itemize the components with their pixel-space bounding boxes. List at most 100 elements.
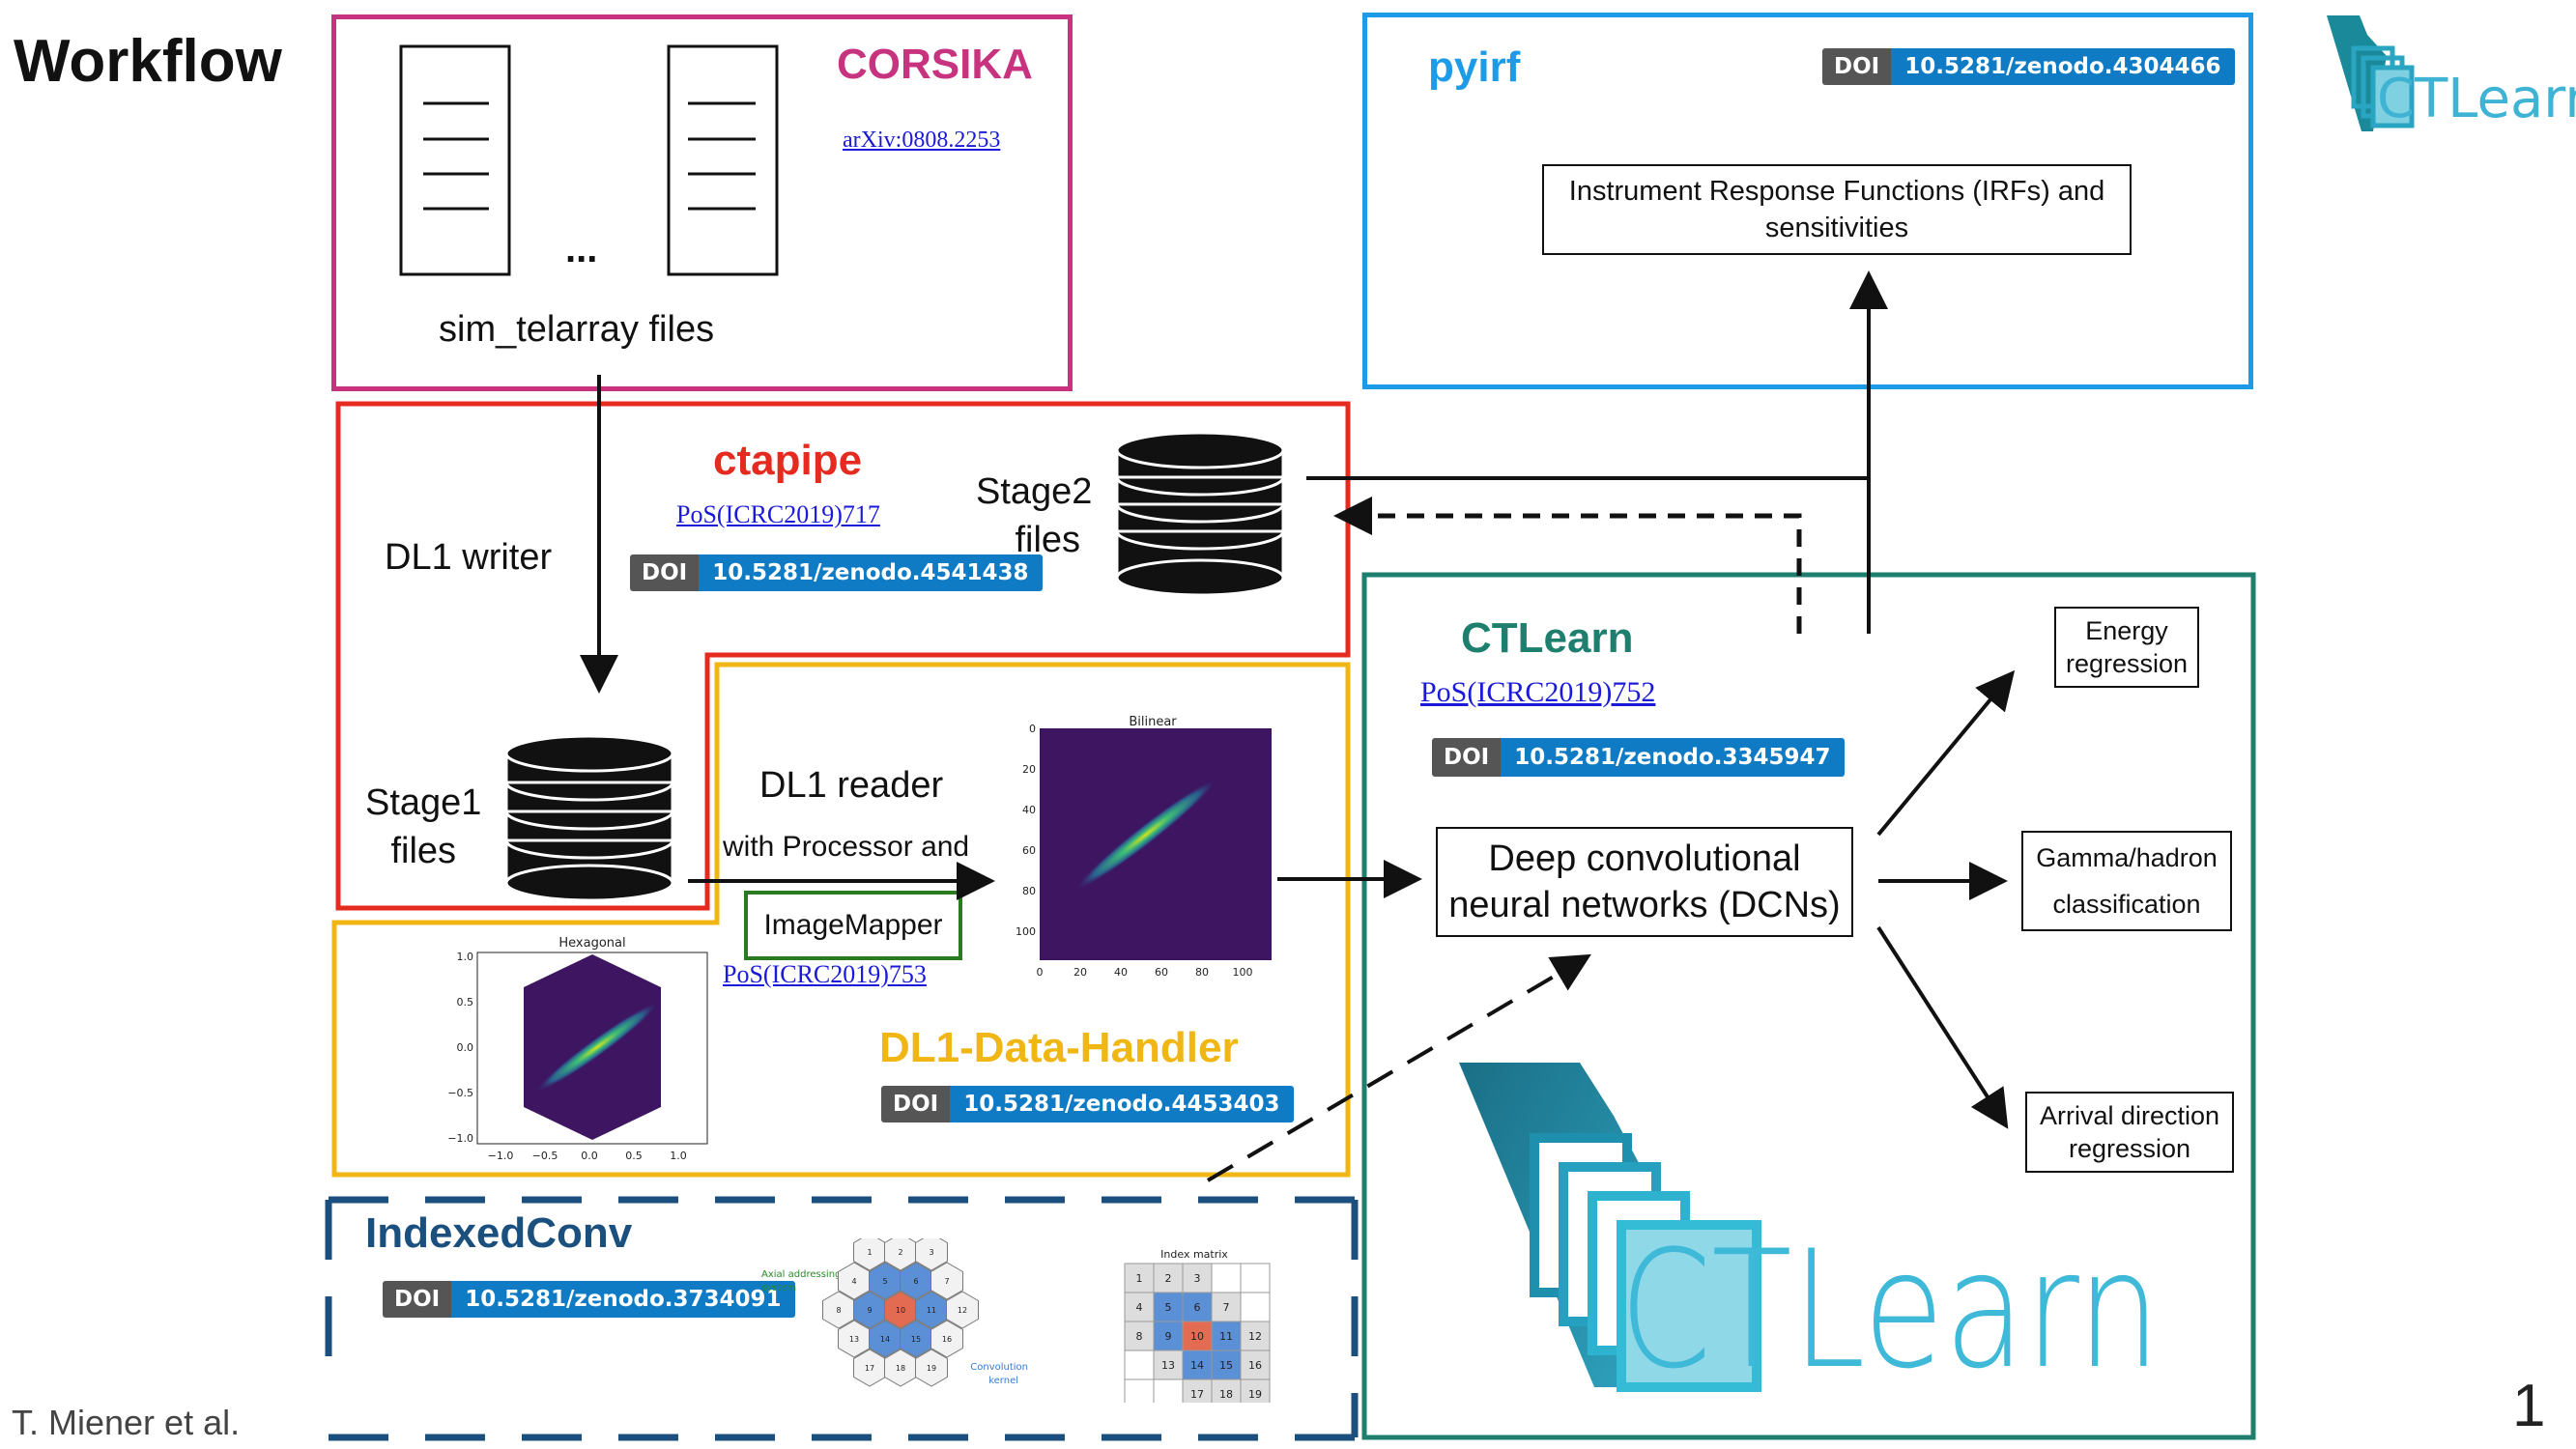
matrix-cell-index: 6 (1194, 1301, 1201, 1314)
hex-xtick: −1.0 (488, 1150, 514, 1162)
bilinear-streak (1075, 779, 1216, 891)
logo-large-text: CTLearn (1619, 1215, 2161, 1401)
logo-frame-3 (2370, 65, 2415, 128)
hex-cell-index: 8 (836, 1306, 841, 1315)
conv-label-1: Convolution (970, 1362, 1028, 1373)
arrow-to-arrival (1876, 925, 2009, 1129)
matrix-cell-index: 14 (1190, 1359, 1204, 1372)
ctlearn-logo-small: CTLearn (2327, 15, 2576, 131)
energy-line-2: regression (2065, 649, 2189, 678)
ctlearn-doi-badge[interactable]: DOI 10.5281/zenodo.3345947 (1432, 738, 1845, 777)
corsika-link[interactable]: arXiv:0808.2253 (843, 128, 1001, 153)
pyirf-box (1362, 13, 2253, 389)
hexagonal-title: Hexagonal (558, 936, 625, 951)
matrix-cell-index: 11 (1219, 1330, 1233, 1343)
doi-key: DOI (630, 554, 700, 591)
matrix-cell-index: 7 (1223, 1301, 1230, 1314)
hex-cell-index: 11 (927, 1306, 936, 1315)
output-energy-box: Energy regression (2054, 607, 2199, 688)
gamma-line-1: Gamma/hadron (2036, 843, 2218, 872)
dcn-box: Deep convolutional neural networks (DCNs… (1436, 827, 1853, 937)
hex-cell-index: 13 (849, 1335, 859, 1344)
hex-cell-index: 3 (929, 1248, 933, 1257)
matrix-cell-index: 1 (1136, 1272, 1143, 1285)
dl1-writer-label: DL1 writer (385, 537, 553, 578)
matrix-cell (1211, 1263, 1242, 1293)
hex-cell-index: 17 (865, 1364, 874, 1373)
bilinear-xtick: 20 (1073, 966, 1087, 979)
pyirf-doi-badge[interactable]: DOI 10.5281/zenodo.4304466 (1822, 48, 2235, 85)
doi-value: 10.5281/zenodo.3734091 (451, 1281, 795, 1318)
matrix-cell (1240, 1378, 1271, 1403)
doi-key: DOI (383, 1281, 452, 1318)
corsika-title: CORSIKA (837, 41, 1033, 88)
irf-line-2: sensitivities (1764, 213, 1909, 243)
indexedconv-doi-badge[interactable]: DOI 10.5281/zenodo.3734091 (383, 1281, 795, 1318)
dl1-reader-sub: with Processor and (723, 831, 970, 863)
matrix-cell (1211, 1321, 1242, 1351)
dl1dh-outline (331, 662, 1351, 1178)
hex-cell-index: 6 (913, 1277, 918, 1286)
stage2-label: Stage2 files (976, 468, 1092, 564)
bilinear-ytick: 0 (1029, 723, 1036, 735)
energy-line-1: Energy (2085, 616, 2168, 645)
arrow-dashed-to-stage2 (1333, 497, 1802, 634)
matrix-cell-index: 17 (1190, 1388, 1204, 1401)
sim-telarray-label: sim_telarray files (439, 309, 715, 350)
matrix-cell-index: 3 (1194, 1272, 1201, 1285)
hex-xtick: −0.5 (532, 1150, 558, 1162)
axial-hex-grid: Axial addressing system Convolution kern… (761, 1238, 1028, 1387)
bilinear-xtick: 0 (1037, 966, 1044, 979)
ctlearn-link[interactable]: PoS(ICRC2019)752 (1420, 676, 1656, 708)
matrix-cell-index: 9 (1165, 1330, 1172, 1343)
arrival-line-1: Arrival direction (2039, 1101, 2220, 1130)
corsika-box (331, 14, 1073, 391)
irf-box: Instrument Response Functions (IRFs) and… (1542, 164, 2132, 255)
arrow-dashed-indexedconv (1206, 953, 1591, 1182)
dl1dh-doi-badge[interactable]: DOI 10.5281/zenodo.4453403 (881, 1086, 1294, 1122)
dl1dh-link[interactable]: PoS(ICRC2019)753 (723, 960, 927, 988)
hex-cell (946, 1291, 979, 1329)
ctapipe-link[interactable]: PoS(ICRC2019)717 (676, 500, 880, 528)
bilinear-xtick: 100 (1233, 966, 1253, 979)
ctapipe-doi-badge[interactable]: DOI 10.5281/zenodo.4541438 (630, 554, 1043, 591)
matrix-cell (1124, 1378, 1155, 1403)
matrix-cell (1153, 1292, 1184, 1322)
matrix-cell (1182, 1321, 1213, 1351)
conv-label-2: kernel (988, 1376, 1018, 1386)
doi-key: DOI (1822, 48, 1892, 85)
dcn-line-2: neural networks (DCNs) (1448, 885, 1841, 925)
sim-telarray-files-icon (399, 44, 779, 276)
bilinear-ytick: 40 (1022, 804, 1036, 816)
ctlearn-logo-large: CTLearn (1459, 1063, 2161, 1401)
logo-small-text: CTLearn (2377, 68, 2576, 130)
stage1-line-1: Stage1 (365, 782, 482, 823)
footer-author: T. Miener et al. (12, 1403, 241, 1442)
stage2-database-icon (1115, 431, 1285, 597)
indexedconv-outline (325, 1196, 1359, 1441)
hex-cell (915, 1349, 948, 1387)
hex-cell-index: 7 (944, 1277, 949, 1286)
hex-cell-index: 18 (896, 1364, 905, 1373)
files-ellipsis: ... (565, 228, 598, 270)
hex-xtick: 0.5 (625, 1150, 643, 1162)
ctapipe-title: ctapipe (713, 437, 863, 484)
matrix-cell (1240, 1321, 1271, 1351)
ctlearn-outline (1361, 572, 2256, 1440)
doi-key: DOI (881, 1086, 951, 1122)
hex-ytick: −0.5 (447, 1087, 473, 1099)
hex-ytick: 1.0 (457, 951, 474, 963)
matrix-cell-index: 2 (1165, 1272, 1172, 1285)
bilinear-ytick: 20 (1022, 763, 1036, 776)
matrix-cell (1153, 1321, 1184, 1351)
arrow-to-energy (1876, 669, 2016, 837)
matrix-cell (1182, 1263, 1213, 1293)
bilinear-ytick: 60 (1022, 844, 1036, 857)
bilinear-xtick: 80 (1195, 966, 1209, 979)
hex-cell-index: 15 (911, 1335, 921, 1344)
